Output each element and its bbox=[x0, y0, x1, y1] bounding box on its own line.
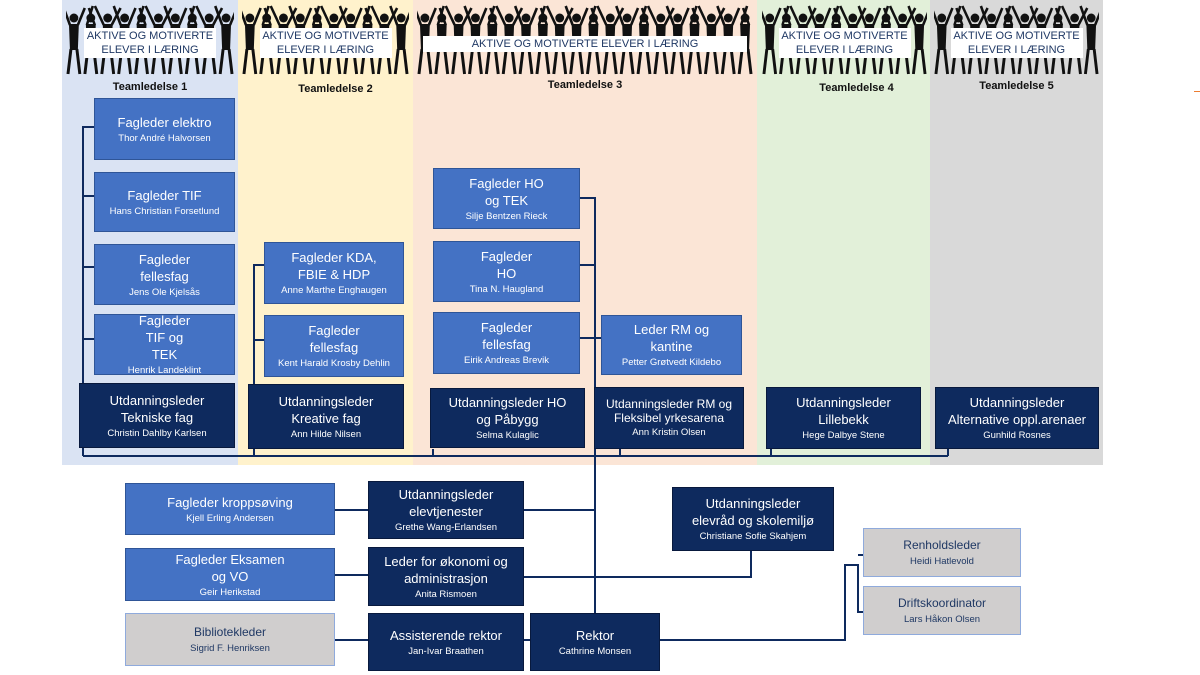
team-label-1: Teamledelse 1 bbox=[112, 81, 188, 93]
node-person: Thor André Halvorsen bbox=[118, 132, 211, 144]
node-person: Kjell Erling Andersen bbox=[186, 512, 274, 524]
banner-text: AKTIVE OG MOTIVERTE ELEVER I LÆRING bbox=[423, 36, 747, 52]
node-person: Petter Grøtvedt Kildebo bbox=[621, 357, 722, 368]
node-title: Utdanningsleder elevtjenester bbox=[398, 487, 494, 519]
node-person: Selma Kulaglic bbox=[476, 430, 539, 441]
banner-text: AKTIVE OG MOTIVERTE ELEVER I LÆRING bbox=[778, 28, 911, 58]
node-person: Hege Dalbye Stene bbox=[802, 430, 885, 441]
node-utdanningsleder-lillebekk[interactable]: Utdanningsleder Lillebekk Hege Dalbye St… bbox=[766, 387, 921, 449]
node-renholdsleder[interactable]: Renholdsleder Heidi Hatlevold bbox=[863, 528, 1021, 577]
banner-text: AKTIVE OG MOTIVERTE ELEVER I LÆRING bbox=[259, 28, 392, 58]
node-title: Fagleder HO bbox=[480, 248, 533, 281]
node-person: Jan-Ivar Braathen bbox=[408, 645, 484, 657]
banner-2: AKTIVE OG MOTIVERTE ELEVER I LÆRING bbox=[242, 2, 409, 76]
node-utdanningsleder-elevtjenester[interactable]: Utdanningsleder elevtjenester Grethe Wan… bbox=[368, 481, 524, 539]
team-label-2: Teamledelse 2 bbox=[298, 83, 373, 95]
node-assisterende-rektor[interactable]: Assisterende rektor Jan-Ivar Braathen bbox=[368, 613, 524, 671]
node-fagleder-ho[interactable]: Fagleder HO Tina N. Haugland bbox=[433, 241, 580, 302]
node-person: Hans Christian Forsetlund bbox=[109, 205, 220, 217]
node-utdanningsleder-rm[interactable]: Utdanningsleder RM og Fleksibel yrkesare… bbox=[594, 387, 744, 449]
node-utdanningsleder-tekniske-fag[interactable]: Utdanningsleder Tekniske fag Christin Da… bbox=[79, 383, 235, 448]
team-label-4: Teamledelse 4 bbox=[819, 82, 894, 94]
node-leder-okonomi[interactable]: Leder for økonomi og administrasjon Anit… bbox=[368, 547, 524, 606]
node-title: Fagleder kroppsøving bbox=[167, 494, 293, 510]
node-title: Fagleder elektro bbox=[117, 114, 212, 130]
node-person: Jens Ole Kjelsås bbox=[129, 286, 200, 298]
node-title: Utdanningsleder HO og Påbygg bbox=[448, 395, 567, 427]
node-title: Fagleder fellesfag bbox=[138, 251, 191, 284]
node-fagleder-ho-tek[interactable]: Fagleder HO og TEK Silje Bentzen Rieck bbox=[433, 168, 580, 229]
node-title: Renholdsleder bbox=[903, 538, 981, 552]
node-title: Driftskoordinator bbox=[897, 596, 987, 610]
node-person: Sigrid F. Henriksen bbox=[190, 643, 270, 654]
banner-text: AKTIVE OG MOTIVERTE ELEVER I LÆRING bbox=[950, 28, 1083, 58]
node-title: Fagleder HO og TEK bbox=[469, 175, 544, 208]
node-title: Fagleder KDA, FBIE & HDP bbox=[291, 250, 377, 282]
node-fagleder-elektro[interactable]: Fagleder elektro Thor André Halvorsen bbox=[94, 98, 235, 160]
node-person: Silje Bentzen Rieck bbox=[465, 210, 548, 222]
node-person: Grethe Wang-Erlandsen bbox=[394, 522, 498, 533]
node-person: Heidi Hatlevold bbox=[910, 556, 974, 567]
node-person: Tina N. Haugland bbox=[469, 283, 544, 295]
node-utdanningsleder-ho-pabygg[interactable]: Utdanningsleder HO og Påbygg Selma Kulag… bbox=[430, 388, 585, 448]
node-person: Anne Marthe Enghaugen bbox=[281, 285, 387, 296]
node-title: Fagleder fellesfag bbox=[480, 320, 533, 352]
node-fagleder-tif-tek[interactable]: Fagleder TIF og TEK Henrik Landeklint bbox=[94, 313, 235, 376]
node-title: Utdanningsleder Lillebekk bbox=[796, 395, 891, 427]
team-label-3: Teamledelse 3 bbox=[547, 79, 623, 91]
node-title: Utdanningsleder Tekniske fag bbox=[109, 392, 205, 425]
node-title: Utdanningsleder RM og Fleksibel yrkesare… bbox=[605, 397, 733, 425]
node-fagleder-tif[interactable]: Fagleder TIF Hans Christian Forsetlund bbox=[94, 172, 235, 232]
node-utdanningsleder-kreative-fag[interactable]: Utdanningsleder Kreative fag Ann Hilde N… bbox=[248, 384, 404, 449]
node-rektor[interactable]: Rektor Cathrine Monsen bbox=[530, 613, 660, 671]
node-person: Lars Håkon Olsen bbox=[903, 614, 981, 625]
banner-1: AKTIVE OG MOTIVERTE ELEVER I LÆRING bbox=[66, 2, 234, 76]
node-person: Ann Hilde Nilsen bbox=[290, 428, 362, 440]
node-title: Utdanningsleder Alternative oppl.arenaer bbox=[947, 395, 1087, 427]
node-person: Kent Harald Krosby Dehlin bbox=[278, 358, 390, 369]
node-fagleder-fellesfag-3[interactable]: Fagleder fellesfag Eirik Andreas Brevik bbox=[433, 312, 580, 374]
node-fagleder-fellesfag-1[interactable]: Fagleder fellesfag Jens Ole Kjelsås bbox=[94, 244, 235, 305]
banner-4: AKTIVE OG MOTIVERTE ELEVER I LÆRING bbox=[762, 2, 927, 76]
node-title: Fagleder TIF bbox=[127, 187, 202, 203]
node-fagleder-kroppsoving[interactable]: Fagleder kroppsøving Kjell Erling Anders… bbox=[125, 483, 335, 535]
banner-3: AKTIVE OG MOTIVERTE ELEVER I LÆRING bbox=[417, 2, 753, 76]
banner-text: AKTIVE OG MOTIVERTE ELEVER I LÆRING bbox=[84, 28, 216, 58]
node-title: Utdanningsleder Kreative fag bbox=[278, 393, 374, 426]
node-person: Henrik Landeklint bbox=[127, 365, 202, 376]
node-person: Gunhild Rosnes bbox=[983, 430, 1051, 441]
node-title: Leder RM og kantine bbox=[633, 322, 710, 354]
node-driftskoordinator[interactable]: Driftskoordinator Lars Håkon Olsen bbox=[863, 586, 1021, 635]
node-leder-rm-kantine[interactable]: Leder RM og kantine Petter Grøtvedt Kild… bbox=[601, 315, 742, 375]
node-title: Leder for økonomi og administrasjon bbox=[384, 553, 508, 586]
node-person: Cathrine Monsen bbox=[558, 645, 632, 657]
node-title: Utdanningsleder elevråd og skolemiljø bbox=[691, 496, 815, 528]
node-title: Assisterende rektor bbox=[390, 627, 502, 643]
node-fagleder-eksamen[interactable]: Fagleder Eksamen og VO Geir Herikstad bbox=[125, 548, 335, 601]
node-fagleder-fellesfag-2[interactable]: Fagleder fellesfag Kent Harald Krosby De… bbox=[264, 315, 404, 377]
node-person: Geir Herikstad bbox=[199, 586, 261, 598]
node-utdanningsleder-elevrad[interactable]: Utdanningsleder elevråd og skolemiljø Ch… bbox=[672, 487, 834, 551]
banner-5: AKTIVE OG MOTIVERTE ELEVER I LÆRING bbox=[934, 2, 1099, 76]
node-title: Fagleder TIF og TEK bbox=[138, 313, 191, 362]
node-title: Fagleder fellesfag bbox=[308, 323, 360, 355]
node-title: Rektor bbox=[575, 627, 615, 643]
node-person: Ann Kristin Olsen bbox=[632, 427, 706, 438]
node-person: Anita Rismoen bbox=[415, 588, 477, 600]
node-title: Bibliotekleder bbox=[193, 625, 267, 639]
node-bibliotekleder[interactable]: Bibliotekleder Sigrid F. Henriksen bbox=[125, 613, 335, 666]
node-title: Fagleder Eksamen og VO bbox=[175, 551, 285, 584]
node-person: Christin Dahlby Karlsen bbox=[107, 427, 207, 439]
node-fagleder-kda[interactable]: Fagleder KDA, FBIE & HDP Anne Marthe Eng… bbox=[264, 242, 404, 304]
node-person: Eirik Andreas Brevik bbox=[463, 355, 549, 366]
node-utdanningsleder-alternative[interactable]: Utdanningsleder Alternative oppl.arenaer… bbox=[935, 387, 1099, 449]
node-person: Christiane Sofie Skahjem bbox=[699, 531, 807, 542]
team-label-5: Teamledelse 5 bbox=[979, 80, 1054, 92]
edge-marker bbox=[1194, 91, 1200, 92]
